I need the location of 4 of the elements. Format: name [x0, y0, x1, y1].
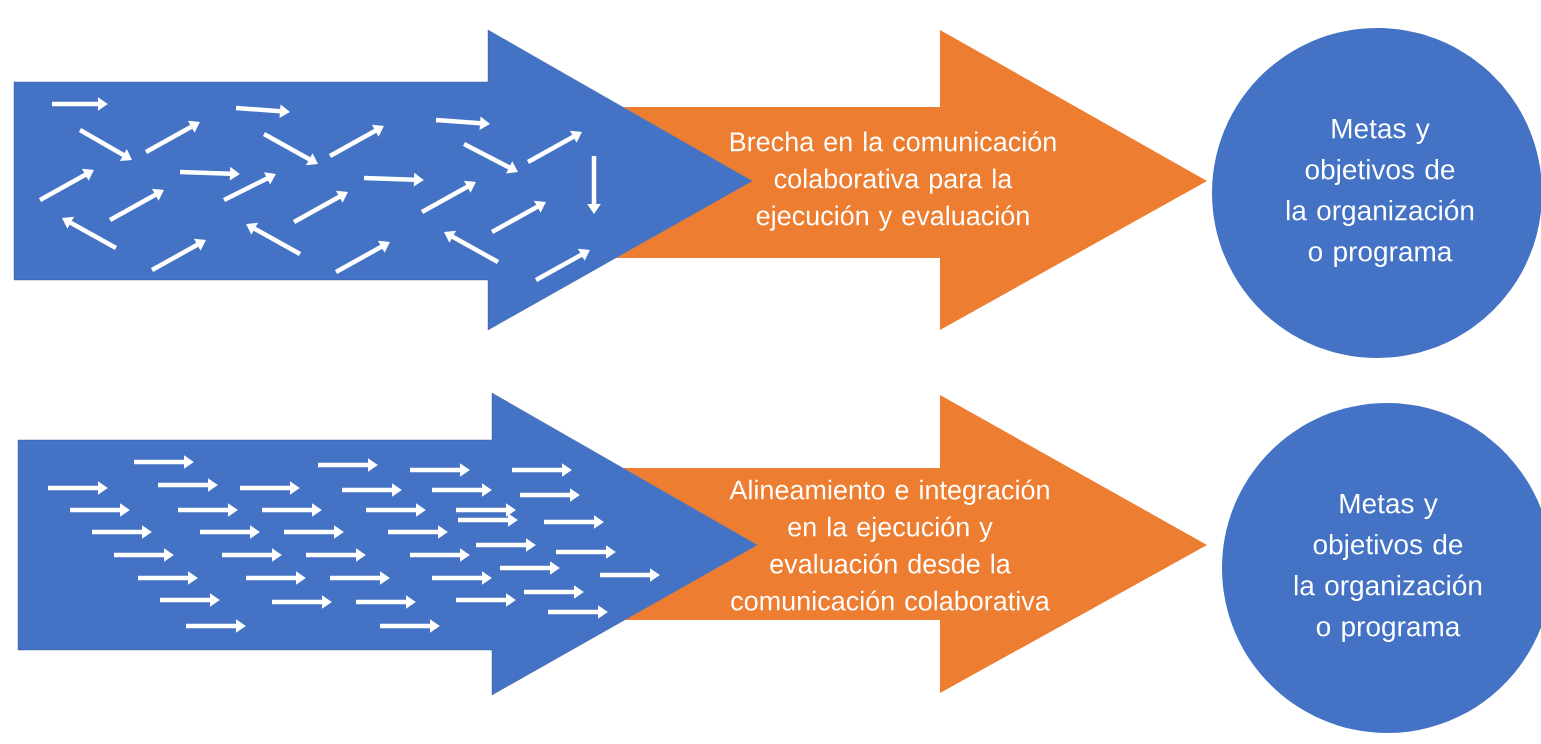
node-label: Alineamiento e integración en la ejecución y evaluación desde la comunicación colaborativa: [729, 479, 1050, 611]
node-label: Brecha en la comunicación colaborativa para la ejecución y evaluación: [730, 131, 1056, 231]
arrow-shape: [622, 395, 1207, 693]
arrow-shape: [615, 30, 1207, 330]
